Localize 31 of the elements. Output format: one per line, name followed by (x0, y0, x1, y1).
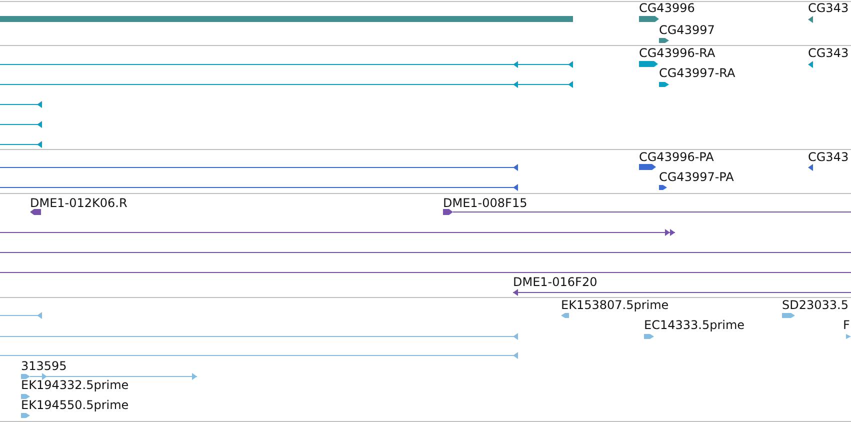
feature-line (0, 164, 518, 170)
feature-label: EK153807.5prime (561, 298, 669, 312)
feature-line (0, 60, 573, 68)
feature-line (0, 352, 518, 358)
feature-line (0, 140, 42, 148)
feature-line (0, 100, 42, 108)
feature-line (0, 332, 518, 340)
feature-label: CG43996 (639, 1, 695, 15)
feature-label: CG343 (808, 46, 849, 60)
feature-label: EC14333.5prime (644, 318, 745, 332)
feature-label: CG343 (808, 150, 849, 164)
feature-bar (0, 16, 573, 22)
feature-label: DME1-012K06.R (30, 196, 128, 210)
feature-label: CG43996-RA (639, 46, 716, 60)
feature-line (0, 228, 675, 236)
feature-label: CG43997-PA (659, 170, 734, 184)
feature-label: CG43996-PA (639, 150, 714, 164)
feature-line (0, 80, 573, 88)
feature-label: CG43997 (659, 22, 715, 36)
feature-line (0, 184, 518, 190)
feature-line (0, 312, 42, 318)
feature-label: EK194550.5prime (21, 398, 129, 412)
feature-label: CG43997-RA (659, 66, 736, 80)
feature-label: F (843, 318, 850, 332)
feature-label: SD23033.5 (782, 298, 848, 312)
feature-label: EK194332.5prime (21, 378, 129, 392)
feature-line (0, 120, 42, 128)
feature-label: DME1-016F20 (513, 275, 598, 289)
feature-label: CG343 (808, 1, 849, 15)
feature-label: DME1-008F15 (443, 196, 528, 210)
feature-label: 313595 (21, 359, 67, 373)
